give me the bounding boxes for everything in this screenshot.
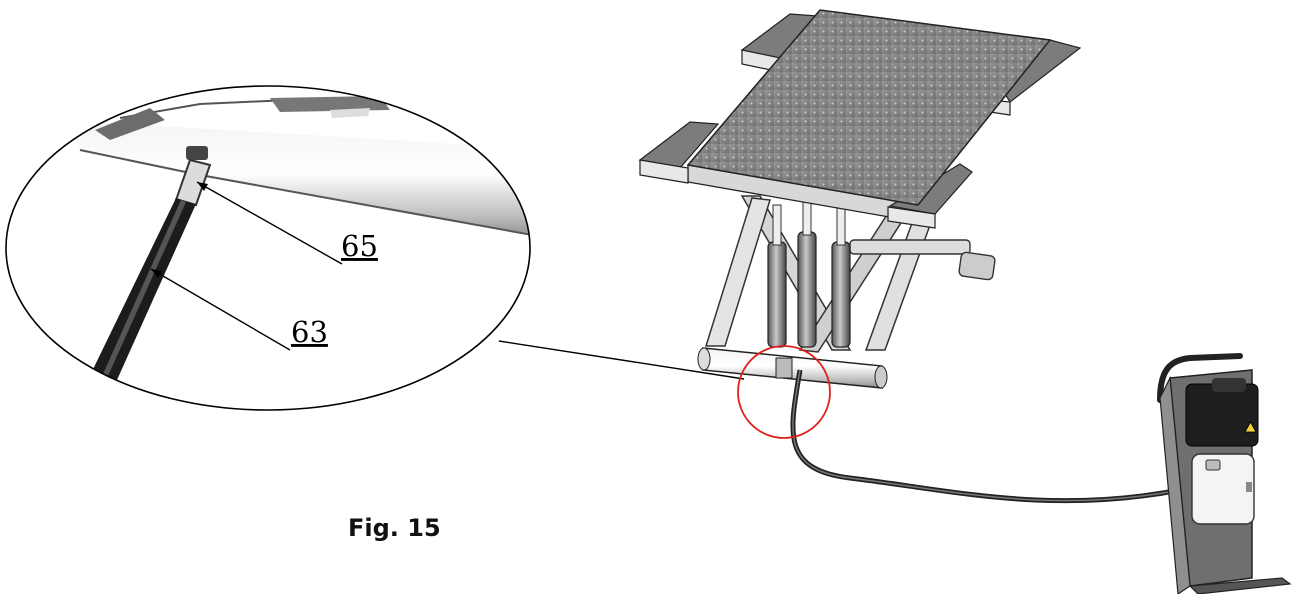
callout-63 (150, 268, 291, 351)
figure-caption: Fig. 15 (348, 514, 441, 542)
callout-65 (196, 181, 343, 265)
hydraulic-hose (790, 369, 1181, 504)
callout-label-63: 63 (291, 315, 328, 349)
detail-highlight-circle (737, 345, 831, 439)
hydraulic-power-unit-icon (1157, 353, 1292, 594)
scissor-lift-icon (638, 9, 1082, 389)
detail-leader-line (498, 340, 745, 380)
callout-label-65: 65 (341, 229, 378, 263)
magnifier-detail-icon (5, 85, 531, 411)
